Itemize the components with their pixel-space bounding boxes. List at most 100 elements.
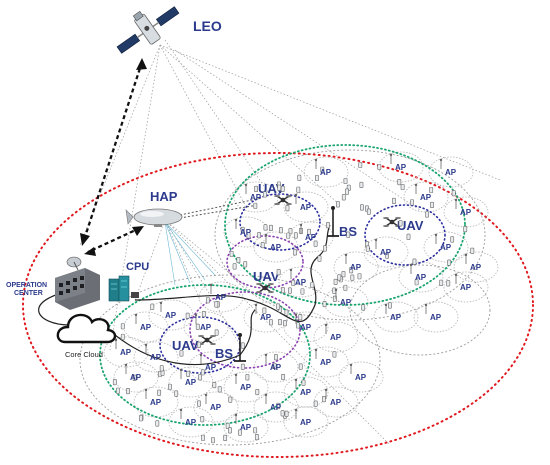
access-point-icon bbox=[124, 363, 128, 374]
ap-label: AP bbox=[395, 163, 407, 172]
access-point-icon bbox=[334, 288, 338, 299]
ap-label: AP bbox=[130, 373, 142, 382]
user-device-icon bbox=[277, 184, 282, 191]
access-point-icon bbox=[264, 353, 268, 364]
access-point-icon bbox=[294, 193, 298, 204]
bs-label-2: BS bbox=[215, 346, 233, 361]
user-device-icon bbox=[269, 319, 273, 326]
access-point-icon bbox=[144, 388, 148, 399]
ap-label: AP bbox=[250, 193, 262, 202]
user-device-icon bbox=[322, 396, 326, 403]
user-device-icon bbox=[447, 259, 452, 266]
ap-label: AP bbox=[390, 313, 402, 322]
ap-label: AP bbox=[260, 313, 272, 322]
base-station-icon bbox=[234, 333, 246, 362]
user-device-icon bbox=[223, 434, 228, 441]
user-device-icon bbox=[201, 311, 206, 318]
user-device-icon bbox=[201, 434, 205, 441]
access-point-icon bbox=[264, 233, 268, 244]
user-device-icon bbox=[272, 362, 277, 370]
user-device-icon bbox=[112, 379, 117, 386]
uav-label-3: UAV bbox=[253, 269, 280, 284]
operation-center-building-icon bbox=[55, 256, 100, 310]
user-device-icon bbox=[346, 231, 351, 238]
user-device-icon bbox=[195, 323, 200, 330]
user-device-icon bbox=[377, 163, 382, 171]
user-device-icon bbox=[200, 416, 205, 423]
user-device-icon bbox=[291, 279, 296, 287]
user-device-icon bbox=[322, 301, 327, 308]
access-point-icon bbox=[114, 338, 118, 349]
user-device-icon bbox=[276, 269, 281, 276]
ap-label: AP bbox=[470, 263, 482, 272]
access-point-icon bbox=[349, 363, 353, 374]
operation-center-label-line2: CENTER bbox=[14, 290, 43, 297]
user-devices bbox=[112, 161, 475, 444]
user-device-icon bbox=[301, 379, 306, 386]
ap-label: AP bbox=[140, 323, 152, 332]
user-device-icon bbox=[263, 224, 268, 231]
cpu-server-icon bbox=[108, 275, 139, 302]
user-device-icon bbox=[326, 222, 330, 229]
user-device-icon bbox=[388, 302, 392, 309]
core-cloud-icon bbox=[56, 313, 117, 344]
access-point-icon bbox=[294, 378, 298, 389]
user-device-icon bbox=[229, 250, 234, 258]
user-device-icon bbox=[276, 402, 281, 409]
user-device-icon bbox=[284, 410, 289, 417]
user-device-icon bbox=[297, 174, 302, 181]
access-point-icon bbox=[199, 353, 203, 364]
user-device-icon bbox=[286, 232, 291, 239]
user-device-icon bbox=[206, 297, 210, 304]
hap-fan bbox=[164, 221, 216, 286]
ap-label: AP bbox=[440, 243, 452, 252]
user-device-icon bbox=[296, 186, 301, 193]
access-point-icon bbox=[254, 303, 258, 314]
ap-label: AP bbox=[200, 323, 212, 332]
user-device-icon bbox=[150, 303, 155, 310]
uav-drone-icon bbox=[274, 195, 292, 205]
access-point-icon bbox=[204, 393, 208, 404]
user-device-icon bbox=[470, 247, 475, 254]
user-device-icon bbox=[341, 194, 346, 201]
access-point-icon bbox=[314, 158, 318, 169]
access-point-icon bbox=[439, 158, 443, 169]
user-device-icon bbox=[450, 236, 455, 243]
ap-label: AP bbox=[165, 311, 177, 320]
user-device-icon bbox=[307, 228, 311, 236]
user-device-icon bbox=[276, 303, 281, 310]
user-device-icon bbox=[337, 274, 342, 281]
user-device-icon bbox=[366, 208, 371, 215]
user-device-icon bbox=[410, 199, 414, 206]
access-point-icon bbox=[289, 268, 293, 279]
user-device-icon bbox=[323, 245, 327, 252]
user-device-icon bbox=[412, 258, 417, 265]
operation-center-label-line1: OPERATION bbox=[6, 282, 47, 289]
access-point-icon bbox=[209, 283, 213, 294]
access-points: APAPAPAPAPAPAPAPAPAPAPAPAPAPAPAPAPAPAPAP… bbox=[114, 153, 482, 432]
uav-drone-icon bbox=[256, 283, 274, 293]
user-device-icon bbox=[246, 232, 251, 239]
access-point-icon bbox=[244, 183, 248, 194]
user-device-icon bbox=[185, 312, 190, 319]
uav-label-2: UAV bbox=[397, 218, 424, 233]
access-point-icon bbox=[374, 238, 378, 249]
cpu-label: CPU bbox=[126, 261, 149, 273]
access-point-icon bbox=[324, 388, 328, 399]
user-device-icon bbox=[168, 383, 172, 390]
user-device-icon bbox=[214, 329, 219, 336]
user-device-icon bbox=[357, 273, 362, 280]
ap-label: AP bbox=[320, 358, 332, 367]
user-device-icon bbox=[116, 387, 120, 394]
user-device-icon bbox=[293, 249, 297, 256]
user-device-icon bbox=[155, 420, 160, 427]
ap-label: AP bbox=[380, 248, 392, 257]
user-device-icon bbox=[288, 287, 292, 294]
user-device-icon bbox=[262, 307, 267, 314]
ap-label: AP bbox=[445, 168, 457, 177]
user-device-icon bbox=[281, 373, 286, 381]
user-device-icon bbox=[361, 304, 366, 311]
user-device-icon bbox=[232, 263, 237, 270]
user-device-icon bbox=[317, 255, 322, 262]
user-device-icon bbox=[400, 183, 405, 191]
